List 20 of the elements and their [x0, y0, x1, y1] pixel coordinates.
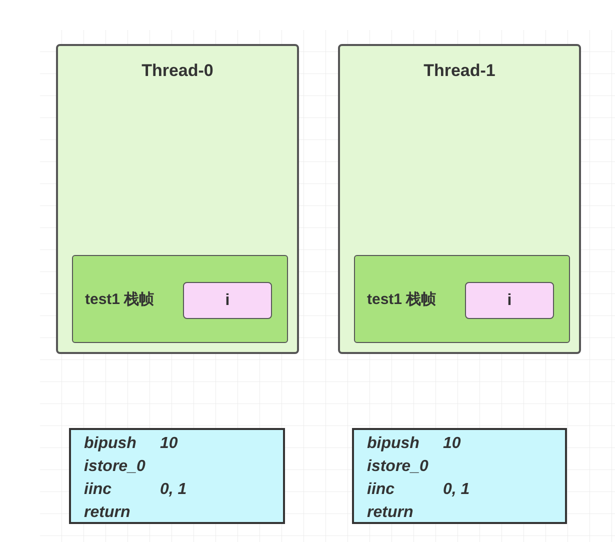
bytecode-line: bipush 10 [84, 434, 179, 454]
bytecode-box [352, 428, 567, 524]
thread-title: Thread-0 [140, 60, 214, 82]
bytecode-line: istore_0 [84, 457, 146, 477]
bytecode-box [69, 428, 285, 524]
bytecode-line: return [367, 503, 414, 523]
bytecode-line: return [84, 503, 132, 523]
variable-box: i [465, 282, 554, 319]
bytecode-line: bipush 10 [367, 434, 462, 454]
thread-box [338, 44, 581, 354]
bytecode-line: istore_0 [367, 457, 430, 477]
bytecode-line: iinc 0, 1 [84, 480, 188, 500]
frame-label: test1 栈帧 [85, 290, 154, 310]
stack-frame-box [354, 255, 570, 343]
bytecode-line: iinc 0, 1 [367, 480, 471, 500]
variable-box: i [183, 282, 272, 319]
stack-frame-box [72, 255, 288, 343]
frame-label: test1 栈帧 [367, 290, 436, 310]
thread-title: Thread-1 [422, 60, 496, 82]
thread-box [56, 44, 299, 354]
